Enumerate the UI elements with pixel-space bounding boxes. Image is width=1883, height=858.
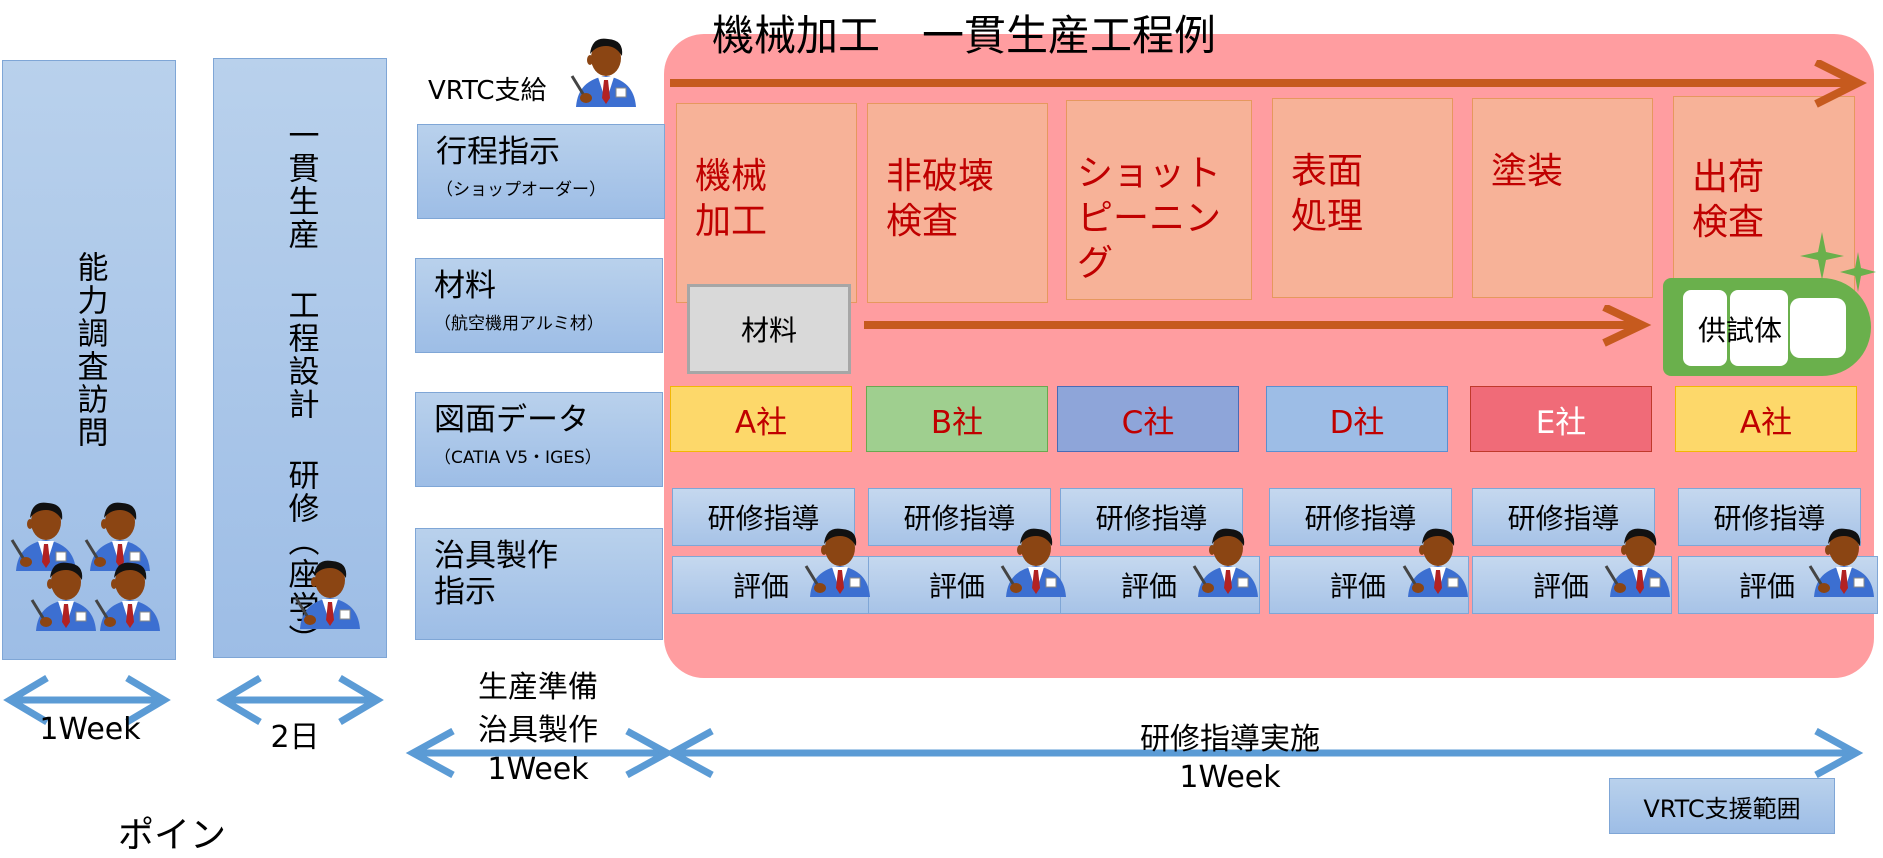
company-box: E社	[1470, 386, 1652, 452]
training-guidance-label: 研修指導	[1507, 502, 1620, 535]
training-guidance-box: 研修指導	[672, 488, 855, 546]
person-icon	[1604, 527, 1672, 599]
row-label-shop-order: 行程指示 （ショップオーダー）	[417, 124, 665, 219]
specimen-tab	[1730, 290, 1788, 366]
training-guidance-label: 研修指導	[903, 502, 1016, 535]
row-label-sub: （航空機用アルミ材）	[434, 313, 604, 334]
company-label: A社	[1739, 404, 1793, 441]
company-label: B社	[930, 404, 984, 441]
page-title: 機械加工 一貫生産工程例	[712, 11, 1217, 60]
row-label-drawing: 図面データ （CATIA V5・IGES）	[415, 392, 663, 487]
duration-label: 1Week	[1179, 760, 1281, 795]
evaluation-label: 評価	[733, 570, 790, 603]
training-guidance-label: 研修指導	[707, 502, 820, 535]
prep-label: 治具製作	[478, 713, 598, 748]
capability-visit-label: 能力調査訪問	[71, 251, 108, 449]
company-label: E社	[1535, 404, 1587, 441]
material-box: 材料	[687, 284, 851, 374]
process-box: 塗装	[1472, 98, 1653, 298]
company-box: A社	[670, 386, 852, 452]
evaluation-label: 評価	[1739, 570, 1796, 603]
row-label-main: 行程指示	[436, 134, 560, 170]
duration-label: 1Week	[39, 712, 141, 747]
specimen-tab	[1790, 298, 1846, 358]
training-guidance-box: 研修指導	[1269, 488, 1452, 546]
company-label: D社	[1329, 404, 1385, 441]
prep-label: 生産準備	[478, 670, 598, 705]
row-label-sub: （CATIA V5・IGES）	[434, 447, 602, 468]
training-box: 一貫生産 工程設計 研修（座学）	[213, 58, 387, 658]
process-label: 処理	[1291, 196, 1364, 237]
company-box: B社	[866, 386, 1048, 452]
row-label-main: 治具製作	[434, 538, 558, 574]
duration-arrow	[3, 675, 171, 725]
row-label-main: 材料	[434, 268, 496, 304]
process-flow-arrow	[670, 60, 1867, 108]
person-icon	[294, 559, 362, 631]
person-icon	[1192, 527, 1260, 599]
process-label: 加工	[695, 201, 768, 242]
duration-arrow	[664, 728, 1864, 778]
process-box: 非破壊 検査	[867, 103, 1048, 303]
process-label: 検査	[1692, 202, 1765, 243]
process-box: 機械 加工	[676, 103, 857, 303]
process-label: 非破壊	[886, 156, 995, 197]
sparkle-icon	[1800, 232, 1876, 292]
row-label-main: 図面データ	[434, 402, 589, 438]
process-label: 検査	[886, 201, 959, 242]
person-icon	[804, 527, 872, 599]
training-guidance-label: 研修指導	[1304, 502, 1417, 535]
vrtc-scope-box: VRTC支援範囲	[1609, 778, 1835, 834]
process-label: 表面	[1291, 151, 1364, 192]
bottom-text: ポイン	[118, 815, 227, 856]
training-guidance-box: 研修指導	[1472, 488, 1655, 546]
person-icon	[1402, 527, 1470, 599]
process-label: 塗装	[1491, 151, 1564, 192]
training-guidance-box: 研修指導	[868, 488, 1051, 546]
company-box: D社	[1266, 386, 1448, 452]
process-box: 表面 処理	[1272, 98, 1453, 298]
vrtc-supply-label: VRTC支給	[428, 76, 547, 106]
process-label: 出荷	[1692, 157, 1765, 198]
company-box: C社	[1057, 386, 1239, 452]
implementation-label: 研修指導実施	[1140, 722, 1320, 757]
duration-label: 1Week	[487, 752, 589, 787]
company-box: A社	[1675, 386, 1857, 452]
process-label: 機械	[695, 156, 768, 197]
training-guidance-box: 研修指導	[1060, 488, 1243, 546]
person-icon	[94, 561, 162, 633]
row-label-jig: 治具製作 指示	[415, 528, 663, 640]
evaluation-label: 評価	[1121, 570, 1178, 603]
training-guidance-box: 研修指導	[1678, 488, 1861, 546]
training-guidance-label: 研修指導	[1713, 502, 1826, 535]
specimen-tab	[1683, 290, 1727, 366]
training-label: 一貫生産 工程設計 研修（座学）	[282, 119, 319, 657]
person-icon	[570, 37, 638, 109]
row-label-material: 材料 （航空機用アルミ材）	[415, 258, 663, 353]
material-label: 材料	[740, 314, 797, 347]
process-label: ショット	[1077, 153, 1222, 194]
company-label: A社	[734, 404, 788, 441]
duration-label: 2日	[270, 720, 320, 755]
evaluation-label: 評価	[1330, 570, 1387, 603]
row-label-main: 指示	[434, 573, 496, 610]
person-icon	[1000, 527, 1068, 599]
person-icon	[1808, 527, 1876, 599]
material-flow-arrow	[864, 305, 1652, 347]
process-box: ショット ピーニング	[1066, 100, 1252, 300]
training-guidance-label: 研修指導	[1095, 502, 1208, 535]
duration-arrow	[216, 675, 384, 725]
evaluation-label: 評価	[929, 570, 986, 603]
specimen-label: 供試体	[1698, 314, 1783, 347]
row-label-sub: （ショップオーダー）	[436, 179, 606, 200]
vrtc-scope-label: VRTC支援範囲	[1643, 794, 1801, 823]
company-label: C社	[1121, 404, 1175, 441]
process-label: ピーニング	[1077, 198, 1222, 284]
evaluation-label: 評価	[1533, 570, 1590, 603]
